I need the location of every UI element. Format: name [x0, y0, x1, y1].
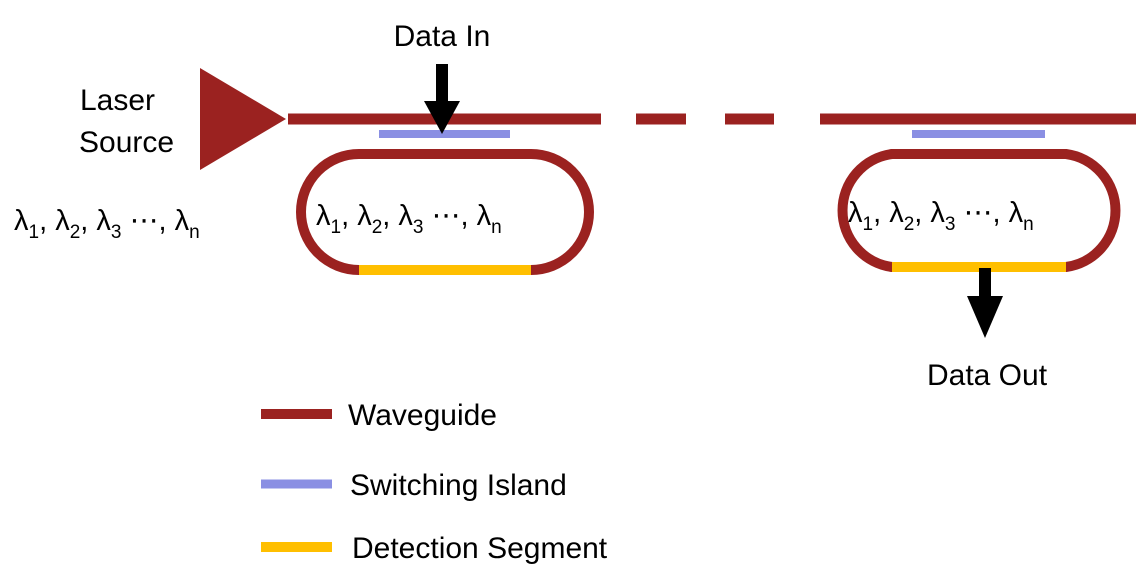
wavelength-subscript: 3	[413, 217, 424, 238]
wavelength-subscript: 2	[70, 222, 81, 243]
wavelength-symbol: λ	[316, 200, 331, 232]
wavelength-subscript: 1	[331, 217, 342, 238]
laser-label-line2: Source	[79, 126, 174, 159]
legend-label-switching-island: Switching Island	[350, 469, 567, 502]
wavelength-symbol: λ	[469, 200, 492, 232]
switching-island-right	[912, 130, 1045, 138]
ring-resonator-right	[837, 130, 1121, 272]
wavelength-list-left-ring: λ1, λ2, λ3 ⋯, λn	[316, 200, 502, 238]
wavelength-subscript: n	[189, 222, 200, 243]
wavelength-symbol: λ	[1001, 197, 1024, 229]
wavelength-symbol: λ	[881, 197, 904, 229]
wavelength-symbol: λ	[88, 205, 111, 237]
wavelength-subscript: 2	[372, 217, 383, 238]
wavelength-separator: ,	[341, 200, 349, 232]
wavelength-list-source: λ1, λ2, λ3 ⋯, λn	[14, 205, 200, 243]
wavelength-subscript: 3	[945, 214, 956, 235]
laser-label-line1: Laser	[80, 84, 155, 117]
legend-label-waveguide: Waveguide	[348, 399, 497, 432]
wavelength-separator: ,	[873, 197, 881, 229]
wavelength-separator: ,	[382, 200, 390, 232]
wavelength-subscript: 3	[111, 222, 122, 243]
wavelength-separator: ⋯,	[955, 197, 1000, 229]
wavelength-separator: ⋯,	[423, 200, 468, 232]
wavelength-symbol: λ	[349, 200, 372, 232]
wavelength-subscript: 1	[863, 214, 874, 235]
wavelength-subscript: n	[491, 217, 502, 238]
wavelength-symbol: λ	[848, 197, 863, 229]
wavelength-symbol: λ	[167, 205, 190, 237]
wavelength-separator: ⋯,	[121, 205, 166, 237]
data-out-label: Data Out	[927, 359, 1048, 392]
wavelength-symbol: λ	[390, 200, 413, 232]
wavelength-separator: ,	[914, 197, 922, 229]
wavelength-separator: ,	[80, 205, 88, 237]
data-in-label: Data In	[394, 20, 491, 53]
legend-label-detection-segment: Detection Segment	[352, 532, 608, 565]
laser-source-triangle	[200, 68, 286, 170]
legend: Waveguide Switching Island Detection Seg…	[261, 399, 608, 565]
switching-island-left	[379, 130, 510, 138]
wavelength-subscript: 2	[904, 214, 915, 235]
wavelength-symbol: λ	[922, 197, 945, 229]
wavelength-subscript: 1	[29, 222, 40, 243]
wavelength-symbol: λ	[47, 205, 70, 237]
wavelength-separator: ,	[39, 205, 47, 237]
data-in-arrow	[424, 64, 460, 134]
wavelength-list-right-ring: λ1, λ2, λ3 ⋯, λn	[848, 197, 1034, 235]
data-out-arrow	[967, 268, 1003, 338]
wavelength-symbol: λ	[14, 205, 29, 237]
wavelength-subscript: n	[1023, 214, 1034, 235]
ring-resonator-left	[296, 130, 594, 275]
